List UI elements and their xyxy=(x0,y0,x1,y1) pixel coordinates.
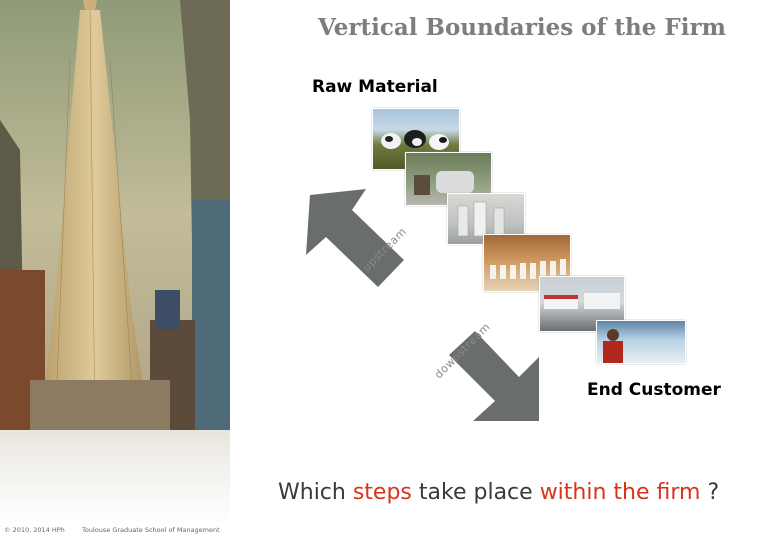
slide-title: Vertical Boundaries of the Firm xyxy=(318,14,726,41)
skyscraper-photo xyxy=(0,0,230,430)
bottles-illustration xyxy=(490,259,566,279)
silos-illustration xyxy=(457,201,505,237)
downstream-arrow xyxy=(449,331,539,421)
supermarket-photo xyxy=(596,320,686,364)
trucks-illustration xyxy=(544,293,620,309)
question-text: Which steps take place within the firm ? xyxy=(278,480,719,505)
end-customer-label: End Customer xyxy=(587,380,721,400)
question-within: within the firm xyxy=(539,480,701,505)
cows-illustration xyxy=(381,130,449,150)
question-part3: ? xyxy=(700,480,720,505)
question-steps: steps xyxy=(352,480,412,505)
tanker-illustration xyxy=(414,171,474,195)
footer-copyright: © 2010, 2014 HPh xyxy=(4,526,65,534)
raw-material-label: Raw Material xyxy=(312,77,438,97)
upstream-arrow xyxy=(306,189,404,287)
skyscraper-illustration xyxy=(0,0,230,430)
question-part1: Which xyxy=(278,480,353,505)
shopper-illustration xyxy=(603,329,623,363)
question-part2: take place xyxy=(411,480,540,505)
skyscraper-reflection xyxy=(0,430,230,525)
footer-school: Toulouse Graduate School of Management xyxy=(82,526,220,534)
